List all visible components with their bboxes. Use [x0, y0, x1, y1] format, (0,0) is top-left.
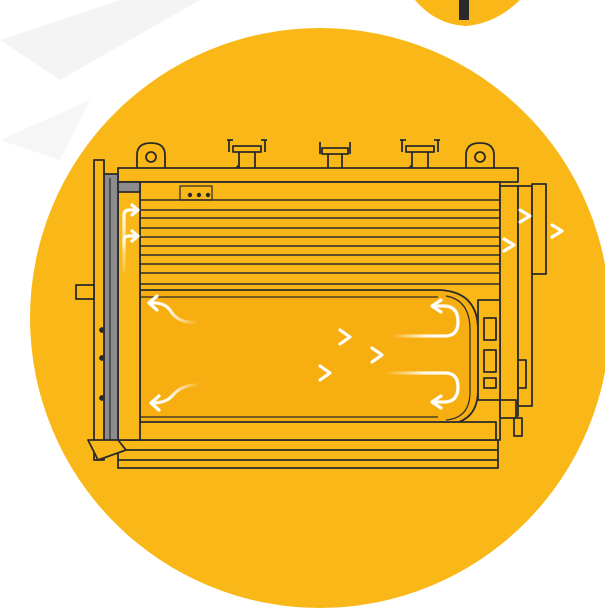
furnace-tube	[139, 289, 479, 426]
u-turn-icon-lower	[383, 371, 460, 410]
boiler	[75, 139, 547, 469]
background-shadow	[0, 0, 200, 160]
u-turn-icon-upper	[388, 298, 460, 338]
exhaust-arrow-3	[403, 237, 516, 253]
curl-arrow-icon-upper	[147, 294, 200, 324]
lifting-lugs	[136, 142, 495, 171]
flow-arrows	[122, 203, 564, 412]
corner-disc-mark	[459, 0, 469, 20]
furnace-arrow-3	[188, 364, 332, 382]
furnace-arrow-2	[243, 346, 384, 364]
exhaust-arrow-2	[438, 223, 564, 239]
furnace-arrow-1	[213, 328, 352, 346]
base-frame	[117, 421, 499, 469]
curl-arrow-icon-lower	[149, 383, 202, 412]
exhaust-arrow-1	[428, 208, 532, 224]
top-beam	[117, 167, 519, 183]
inspection-ports	[179, 185, 213, 201]
front-turn-arrows	[122, 203, 140, 272]
